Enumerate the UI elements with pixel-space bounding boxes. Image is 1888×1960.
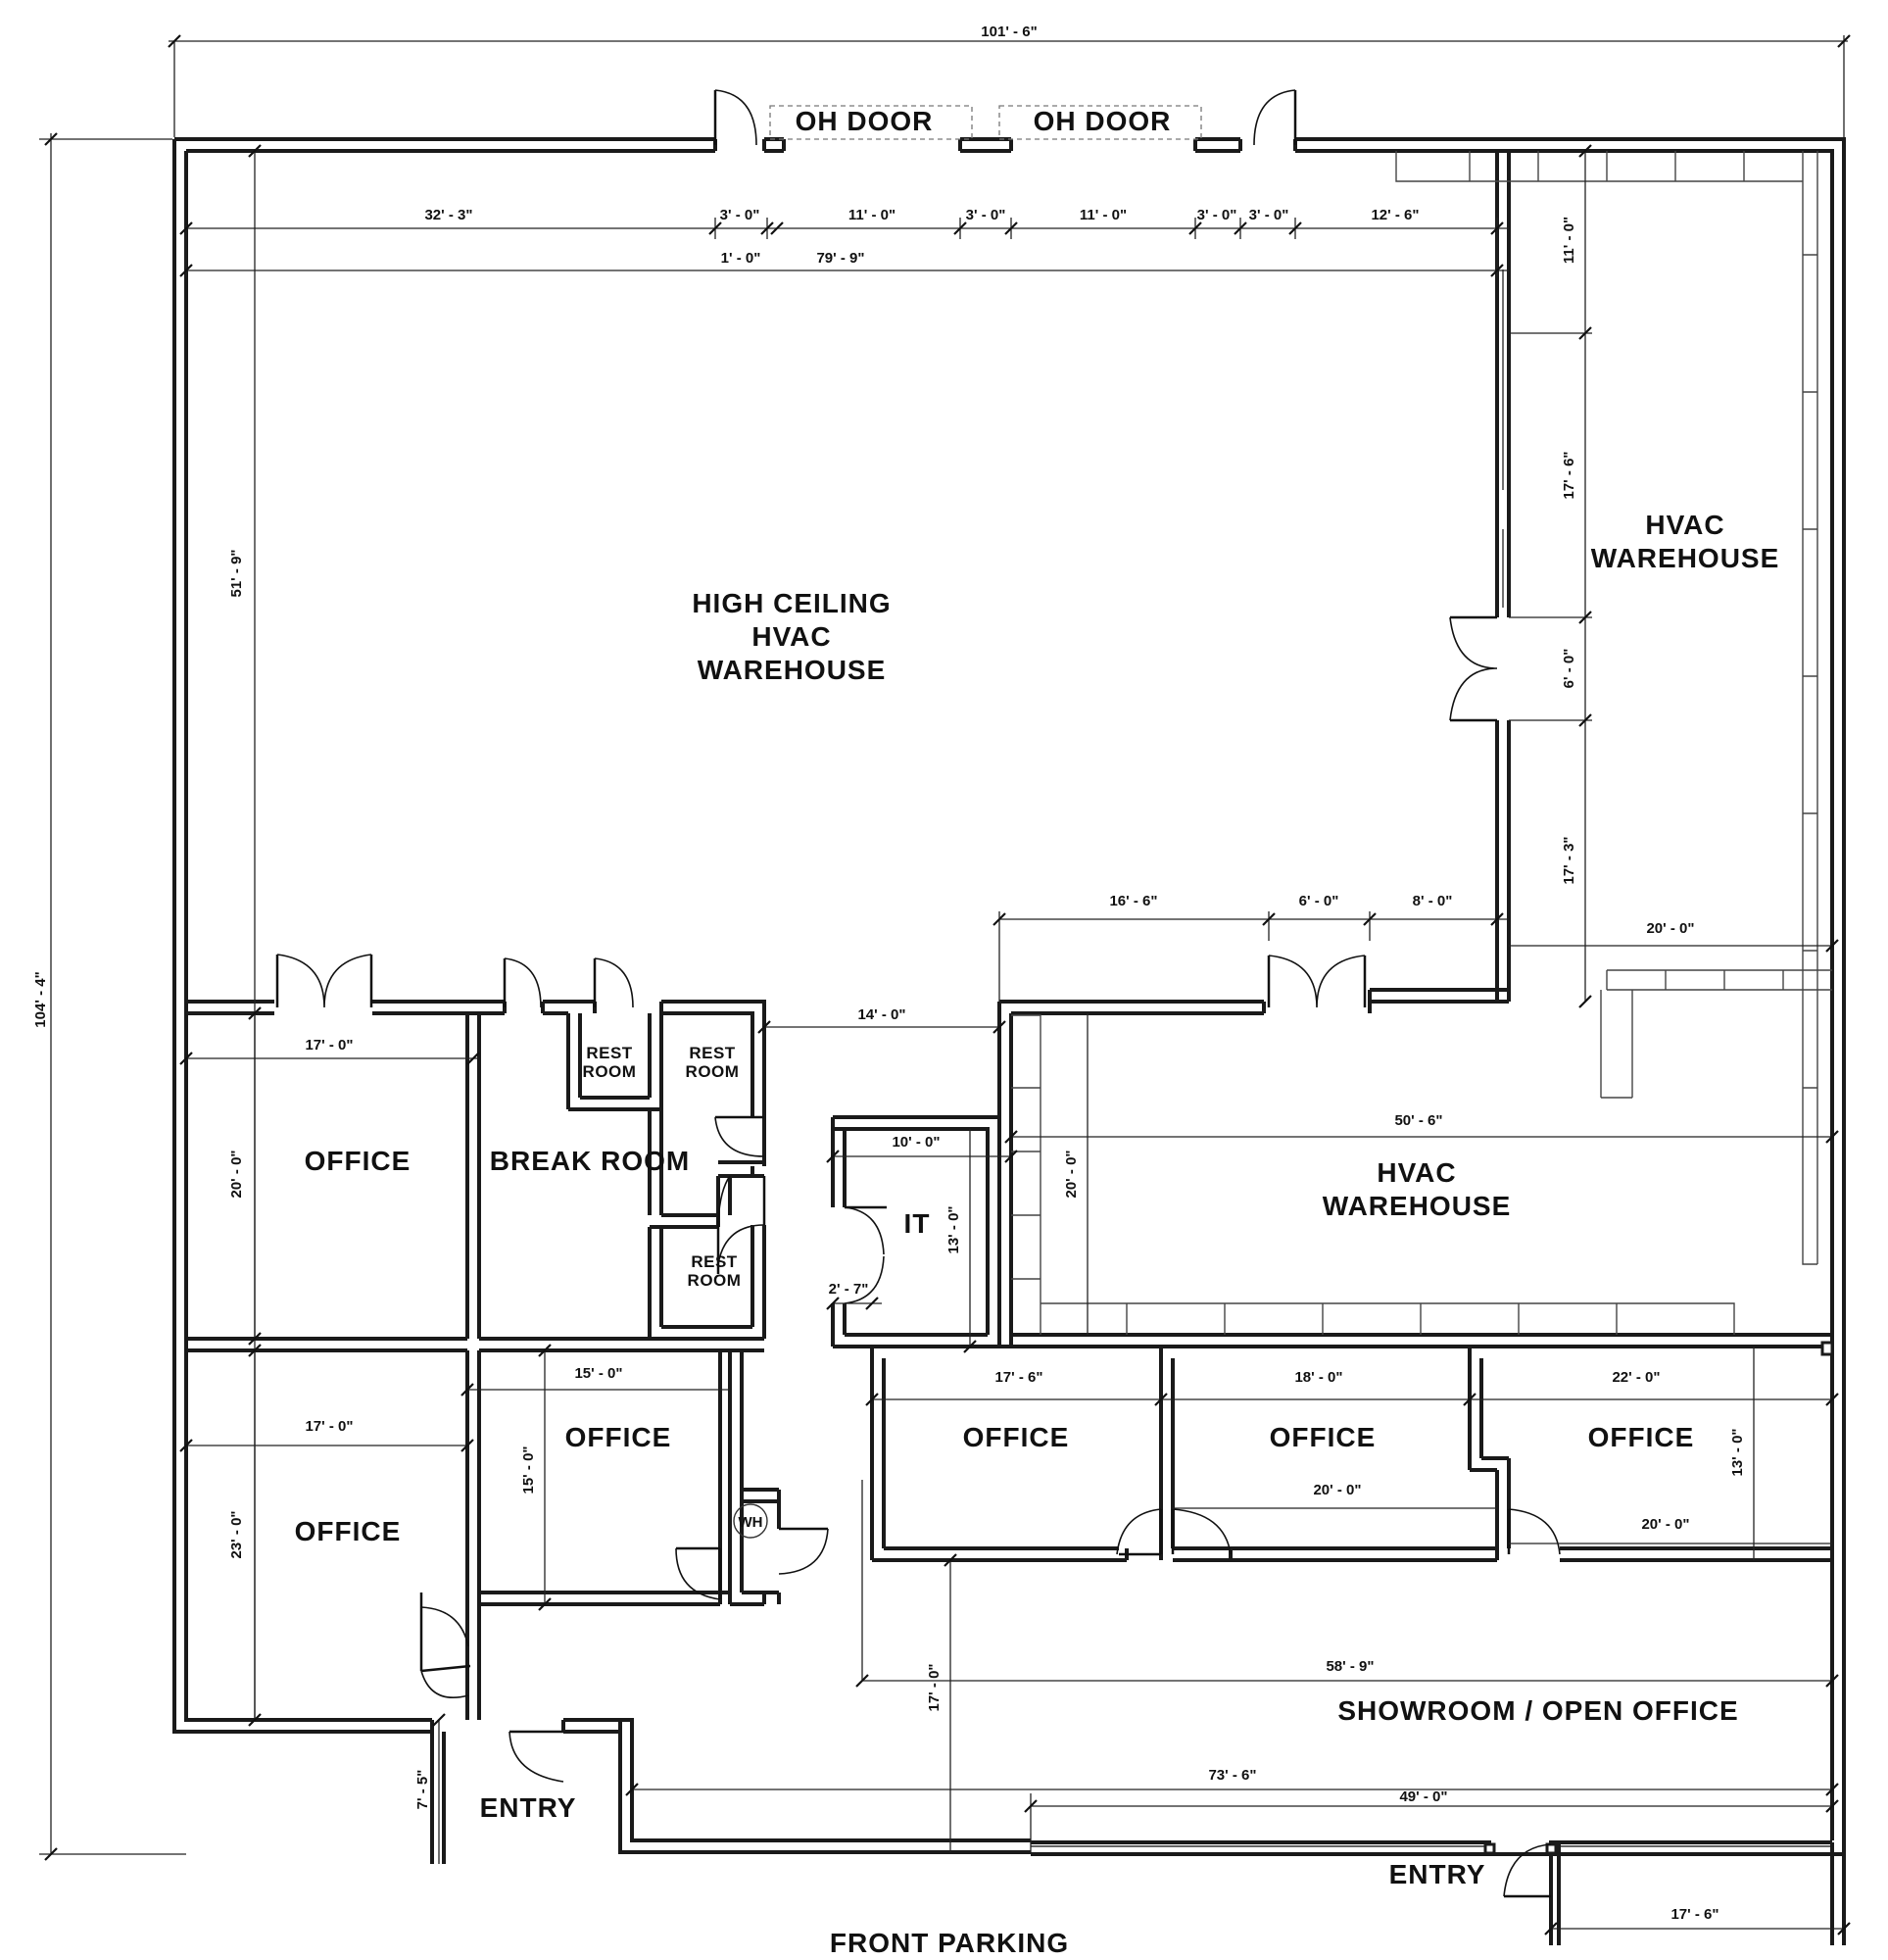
dim-it-13-0: 13' - 0" [945,1205,962,1253]
restroom-b-label-2: ROOM [686,1062,740,1081]
dim-wh-50-6: 50' - 6" [1394,1112,1442,1129]
office-s3-label: OFFICE [1588,1422,1695,1452]
dim-showroom-17-0: 17' - 0" [926,1663,943,1711]
restroom-a-label-1: REST [586,1044,632,1062]
warehouse-shelving [1011,151,1832,1335]
dim-office-sw-17-0: 17' - 0" [305,1418,353,1435]
dim-office-nw-20-0: 20' - 0" [228,1150,245,1198]
oh-door-label-1: OH DOOR [796,106,934,136]
office-nw-label: OFFICE [305,1146,411,1176]
water-heater-icon [733,1503,768,1539]
dim-51-9: 51' - 9" [228,549,245,597]
dim-office-sw-23-0: 23' - 0" [228,1510,245,1558]
exterior-walls [172,137,1846,1945]
dim-32-3: 32' - 3" [424,207,472,223]
dim-east-17-3: 17' - 3" [1561,836,1577,884]
room-labels: HIGH CEILING HVAC WAREHOUSE HVAC WAREHOU… [295,510,1780,1958]
break-room-label: BREAK ROOM [490,1146,690,1176]
restroom-c-label-2: ROOM [688,1271,742,1290]
dim-office-nw-17-0: 17' - 0" [305,1037,353,1054]
dim-s2-18-0: 18' - 0" [1294,1369,1342,1386]
hvac-warehouse-east-label-2: WAREHOUSE [1591,543,1780,573]
interior-walls [186,151,1834,1898]
dim-overall-depth: 104' - 4" [32,971,49,1027]
office-s2-label: OFFICE [1270,1422,1377,1452]
dim-16-6: 16' - 6" [1109,893,1157,909]
dimension-labels: 101' - 6" 104' - 4" 32' - 3" 3' - 0" 11'… [32,24,1746,1923]
high-ceiling-label-2: HVAC [751,621,831,652]
dim-office-center-15-0-w: 15' - 0" [574,1365,622,1382]
dim-11-0-b: 11' - 0" [1080,207,1127,223]
dim-it-10-0: 10' - 0" [892,1134,940,1151]
dim-12-6: 12' - 6" [1371,207,1419,223]
hvac-warehouse-mid-label-2: WAREHOUSE [1323,1191,1512,1221]
dim-79-9: 79' - 9" [816,250,864,267]
dim-east-6-0: 6' - 0" [1561,649,1577,689]
dim-entry-7-5: 7' - 5" [414,1770,431,1810]
office-center-label: OFFICE [565,1422,672,1452]
high-ceiling-label-1: HIGH CEILING [692,588,891,618]
dim-s3-13-0: 13' - 0" [1729,1428,1746,1476]
dimension-lines [39,34,1851,1936]
dim-8-0: 8' - 0" [1413,893,1453,909]
dim-showroom-49-0: 49' - 0" [1399,1788,1447,1805]
dim-entry-17-6: 17' - 6" [1670,1906,1719,1923]
dim-s3-20-0: 20' - 0" [1641,1516,1689,1533]
dim-11-0-a: 11' - 0" [848,207,896,223]
front-parking-label: FRONT PARKING [830,1928,1069,1958]
dim-3-0-c: 3' - 0" [1197,207,1237,223]
restroom-a-label-2: ROOM [583,1062,637,1081]
north-wall-doors: OH DOOR OH DOOR [713,89,1297,153]
dim-s2-20-0: 20' - 0" [1313,1482,1361,1498]
office-sw-label: OFFICE [295,1516,402,1546]
dim-showroom-58-9: 58' - 9" [1326,1658,1374,1675]
hvac-warehouse-east-label-1: HVAC [1645,510,1724,540]
water-heater-label: WH [739,1514,763,1531]
dim-3-0-b: 3' - 0" [966,207,1006,223]
office-s1-label: OFFICE [963,1422,1070,1452]
dim-6-0: 6' - 0" [1299,893,1339,909]
it-room-label: IT [904,1208,931,1239]
dim-wh-20-0: 20' - 0" [1063,1150,1080,1198]
hvac-warehouse-mid-label-1: HVAC [1377,1157,1456,1188]
dim-east-17-6: 17' - 6" [1561,451,1577,499]
entry-west-label: ENTRY [480,1792,577,1823]
dim-office-center-15-0-h: 15' - 0" [520,1446,537,1494]
oh-door-label-2: OH DOOR [1034,106,1172,136]
dim-1-0: 1' - 0" [721,250,761,267]
entry-south-label: ENTRY [1389,1859,1486,1889]
dim-3-0-a: 3' - 0" [720,207,760,223]
restroom-c-label-1: REST [691,1252,737,1271]
dim-overall-width: 101' - 6" [981,24,1037,40]
dim-east-11-0: 11' - 0" [1561,217,1577,264]
dim-it-2-7: 2' - 7" [829,1281,869,1298]
dim-s1-17-6: 17' - 6" [994,1369,1042,1386]
high-ceiling-label-3: WAREHOUSE [698,655,887,685]
restroom-b-label-1: REST [689,1044,735,1062]
dim-showroom-73-6: 73' - 6" [1208,1767,1256,1784]
dim-s3-22-0: 22' - 0" [1612,1369,1660,1386]
dim-east-20-0: 20' - 0" [1646,920,1694,937]
dim-hall-14-0: 14' - 0" [857,1006,905,1023]
showroom-label: SHOWROOM / OPEN OFFICE [1337,1695,1738,1726]
dim-3-0-d: 3' - 0" [1249,207,1289,223]
